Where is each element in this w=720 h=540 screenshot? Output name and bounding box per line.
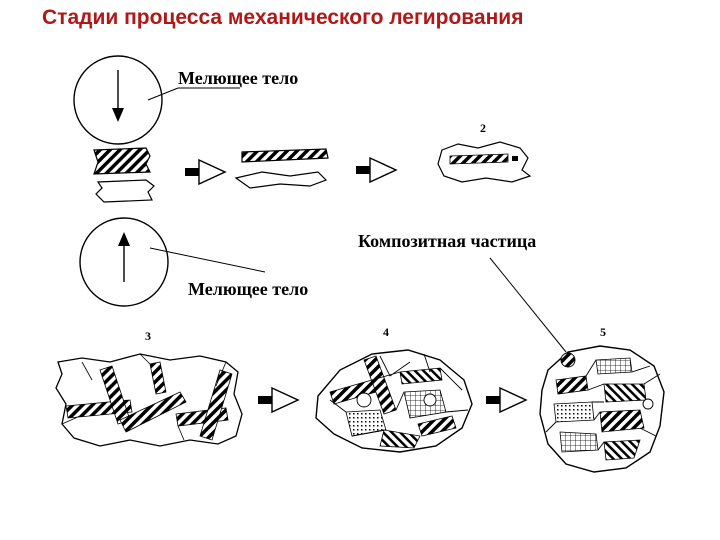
stage-number-5: 5 [600, 325, 606, 339]
grinding-body-label-bottom: Мелющее тело [188, 279, 308, 299]
grinding-ball-top [73, 55, 163, 145]
composite-leader [489, 257, 567, 353]
stage1b-flattened-particles [234, 148, 329, 189]
grinding-ball-bottom [79, 217, 169, 307]
process-arrow-2 [355, 157, 397, 183]
stage-number-4: 4 [383, 325, 389, 339]
process-arrow-3 [257, 387, 299, 413]
stage-number-2: 2 [480, 121, 486, 135]
stage5-final-composite-particle [539, 345, 665, 473]
process-arrow-4 [485, 387, 527, 413]
stage4-composite-particle [315, 349, 473, 453]
label-leader-bottom [149, 247, 266, 273]
label-leader-top [147, 87, 179, 101]
stage3-lamellar-particle [55, 353, 243, 447]
stage1-particles [93, 147, 155, 203]
page-title: Стадии процесса механического легировани… [42, 6, 524, 29]
composite-particle-label: Композитная частица [358, 231, 536, 251]
grinding-body-label-top: Мелющее тело [178, 68, 298, 88]
stage-number-3: 3 [145, 329, 151, 343]
stage2-particle [437, 141, 532, 183]
process-arrow-1 [184, 159, 226, 185]
